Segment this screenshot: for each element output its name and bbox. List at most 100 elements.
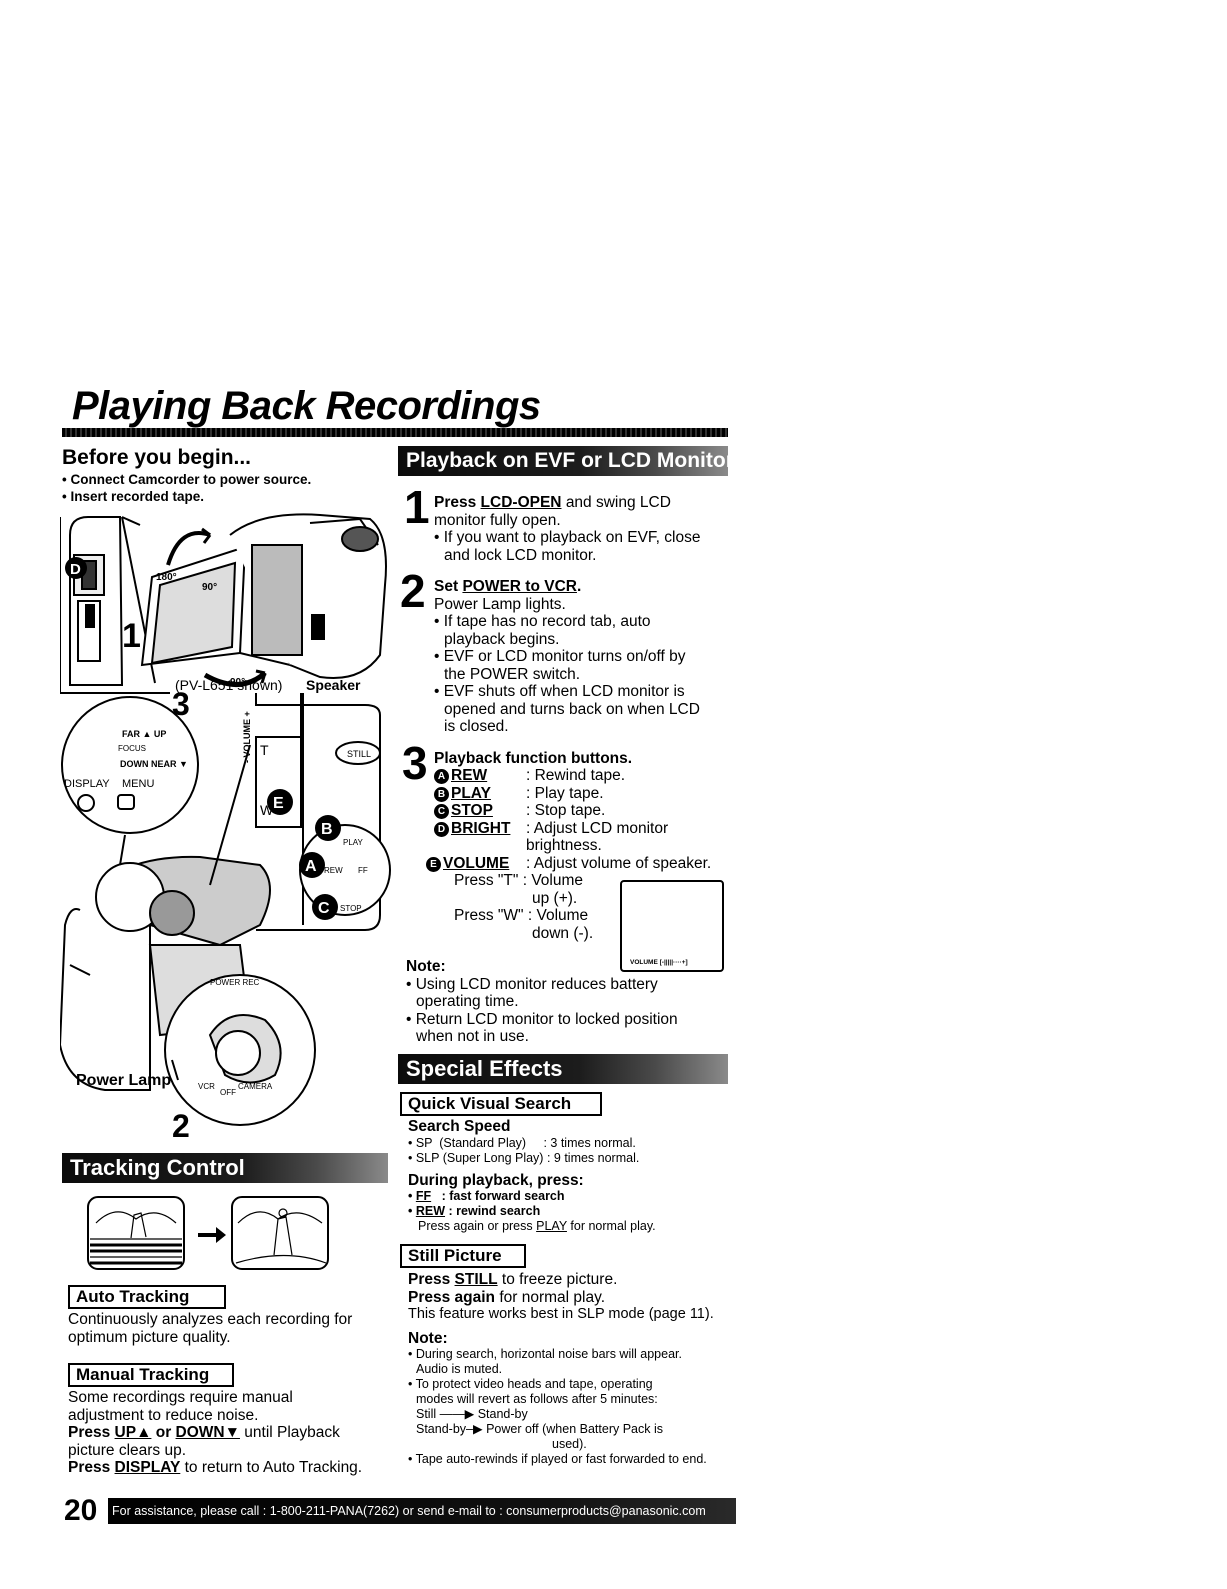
function-circle: A xyxy=(434,769,449,784)
label-t: T xyxy=(260,742,269,758)
playback-banner-label: Playback on EVF or LCD Monitor xyxy=(406,449,728,472)
tracking-banner: Tracking Control xyxy=(62,1153,388,1183)
bright-continued: brightness. xyxy=(526,837,602,854)
before-bullet: • Insert recorded tape. xyxy=(62,489,205,504)
special-banner-label: Special Effects xyxy=(406,1056,563,1081)
auto-tracking-section: Auto Tracking Continuously analyzes each… xyxy=(68,1285,352,1346)
function-key-label: REW xyxy=(451,767,488,784)
playback-banner: Playback on EVF or LCD Monitor xyxy=(398,446,728,476)
step-2-line: Set POWER to VCR. xyxy=(434,568,728,596)
normal-play-text: for normal play. xyxy=(499,1288,606,1306)
up-key: UP▲ xyxy=(114,1424,152,1441)
label-focus: FOCUS xyxy=(118,744,146,753)
auto-tracking-line: Continuously analyzes each recording for xyxy=(68,1311,353,1328)
label-far-up: FAR ▲ UP xyxy=(122,729,166,739)
volume-desc: : Adjust volume of speaker. xyxy=(526,854,712,872)
volume-screen-text: VOLUME [-|||||····+] xyxy=(630,959,688,966)
step-1-bullet: • If you want to playback on EVF, close xyxy=(434,529,701,546)
special-note: Stand-by–▶ Power off (when Battery Pack … xyxy=(416,1422,663,1436)
press-again-label: Press again xyxy=(408,1288,496,1306)
step-2-number: 2 xyxy=(400,565,426,617)
label-off: OFF xyxy=(220,1088,236,1097)
again-text: Press again or press xyxy=(418,1219,533,1233)
press-t-line: Press "T" : Volume xyxy=(454,872,584,889)
label-menu: MENU xyxy=(122,778,154,790)
label-camera: CAMERA xyxy=(238,1082,273,1091)
figure-shown-caption: (PV-L651 shown) xyxy=(175,677,282,693)
step-3-heading: Playback function buttons. xyxy=(434,749,633,767)
page-title: Playing Back Recordings xyxy=(72,384,541,428)
still-key: STILL xyxy=(454,1271,498,1288)
figure-power-lamp: Power Lamp xyxy=(76,1072,171,1089)
label-vcr: VCR xyxy=(198,1082,215,1091)
assistance-bar: For assistance, please call : 1-800-211-… xyxy=(108,1498,736,1524)
step-1-line: monitor fully open. xyxy=(434,511,561,529)
label-play: PLAY xyxy=(343,838,364,847)
camcorder-illustration: D E B A C 180° 90° 90° 1 (PV-L651 shown)… xyxy=(60,513,391,1144)
function-circle: B xyxy=(434,786,449,802)
again-still-line: Press again for normal play. xyxy=(408,1289,735,1307)
function-desc: : Rewind tape. xyxy=(526,767,626,784)
before-heading: Before you begin... xyxy=(62,446,252,469)
rew-desc: : rewind search xyxy=(448,1204,541,1218)
special-effects: Quick Visual Search Search Speed • SP (S… xyxy=(400,1092,735,1467)
function-key-label: STOP xyxy=(451,802,493,819)
ff-line: • FF : fast forward search xyxy=(408,1189,565,1203)
manual-tracking-line: adjustment to reduce noise. xyxy=(68,1406,259,1424)
speed-heading: Search Speed xyxy=(408,1118,511,1135)
playback-note: operating time. xyxy=(416,993,519,1010)
function-desc: : Stop tape. xyxy=(526,802,606,819)
step-2-line: Power Lamp lights. xyxy=(434,595,566,613)
playback-note: • Using LCD monitor reduces battery xyxy=(406,975,658,993)
special-note: • To protect video heads and tape, opera… xyxy=(408,1377,653,1391)
rew-key: REW xyxy=(415,1204,446,1218)
speed-sp: • SP (Standard Play) : 3 times normal. xyxy=(408,1135,636,1150)
label-e: E xyxy=(273,795,284,812)
label-volume: - VOLUME + xyxy=(242,711,252,763)
special-note: • Tape auto-rewinds if played or fast fo… xyxy=(408,1452,707,1466)
period: . xyxy=(576,578,582,595)
step-1: 1 Press LCD-OPEN and swing LCD monitor f… xyxy=(398,484,728,564)
lcd-open-key: LCD-OPEN xyxy=(480,494,562,511)
function-circle: C xyxy=(434,804,449,819)
volume-down-line: down (-). xyxy=(532,924,594,942)
function-circle: D xyxy=(434,821,449,837)
still-heading: Still Picture xyxy=(400,1244,526,1268)
still-line: Press STILL to freeze picture. xyxy=(408,1271,735,1289)
step-2-bullet: • EVF or LCD monitor turns on/off by xyxy=(434,648,686,665)
ff-key: FF xyxy=(415,1189,432,1203)
press-label: Press xyxy=(68,1459,111,1476)
playback-steps: 1 Press LCD-OPEN and swing LCD monitor f… xyxy=(398,484,728,942)
label-c: C xyxy=(318,900,330,917)
volume-screen: VOLUME [-|||||····+] xyxy=(620,880,724,972)
label-deg180: 180° xyxy=(156,572,177,583)
title-rule xyxy=(62,428,728,437)
manual-tracking-line: picture clears up. xyxy=(68,1441,187,1459)
playback-notes: Note: • Using LCD monitor reduces batter… xyxy=(406,958,726,1046)
or-label: or xyxy=(155,1424,172,1441)
again-rest: for normal play. xyxy=(570,1219,656,1233)
step-1-line: Press LCD-OPEN and swing LCD xyxy=(434,484,728,512)
figure-step1: 1 xyxy=(122,617,141,655)
set-label: Set xyxy=(434,578,459,595)
label-power-rec: POWER REC xyxy=(210,978,260,987)
figure-speaker: Speaker xyxy=(306,677,361,693)
manual-tracking-press-line: Press UP▲ or DOWN▼ until Playback xyxy=(68,1424,362,1442)
label-b: B xyxy=(321,821,333,838)
playback-note: when not in use. xyxy=(416,1028,529,1045)
auto-tracking-heading: Auto Tracking xyxy=(68,1285,226,1309)
special-note: Audio is muted. xyxy=(416,1362,503,1376)
qvs-heading: Quick Visual Search xyxy=(400,1092,602,1116)
tracking-banner-label: Tracking Control xyxy=(70,1155,245,1180)
press-label: Press xyxy=(408,1271,451,1288)
slp-note: This feature works best in SLP mode (pag… xyxy=(408,1306,714,1322)
power-vcr-key: POWER to VCR xyxy=(462,578,577,595)
step-2-bullet: is closed. xyxy=(444,718,509,735)
press-label: Press xyxy=(68,1424,111,1441)
